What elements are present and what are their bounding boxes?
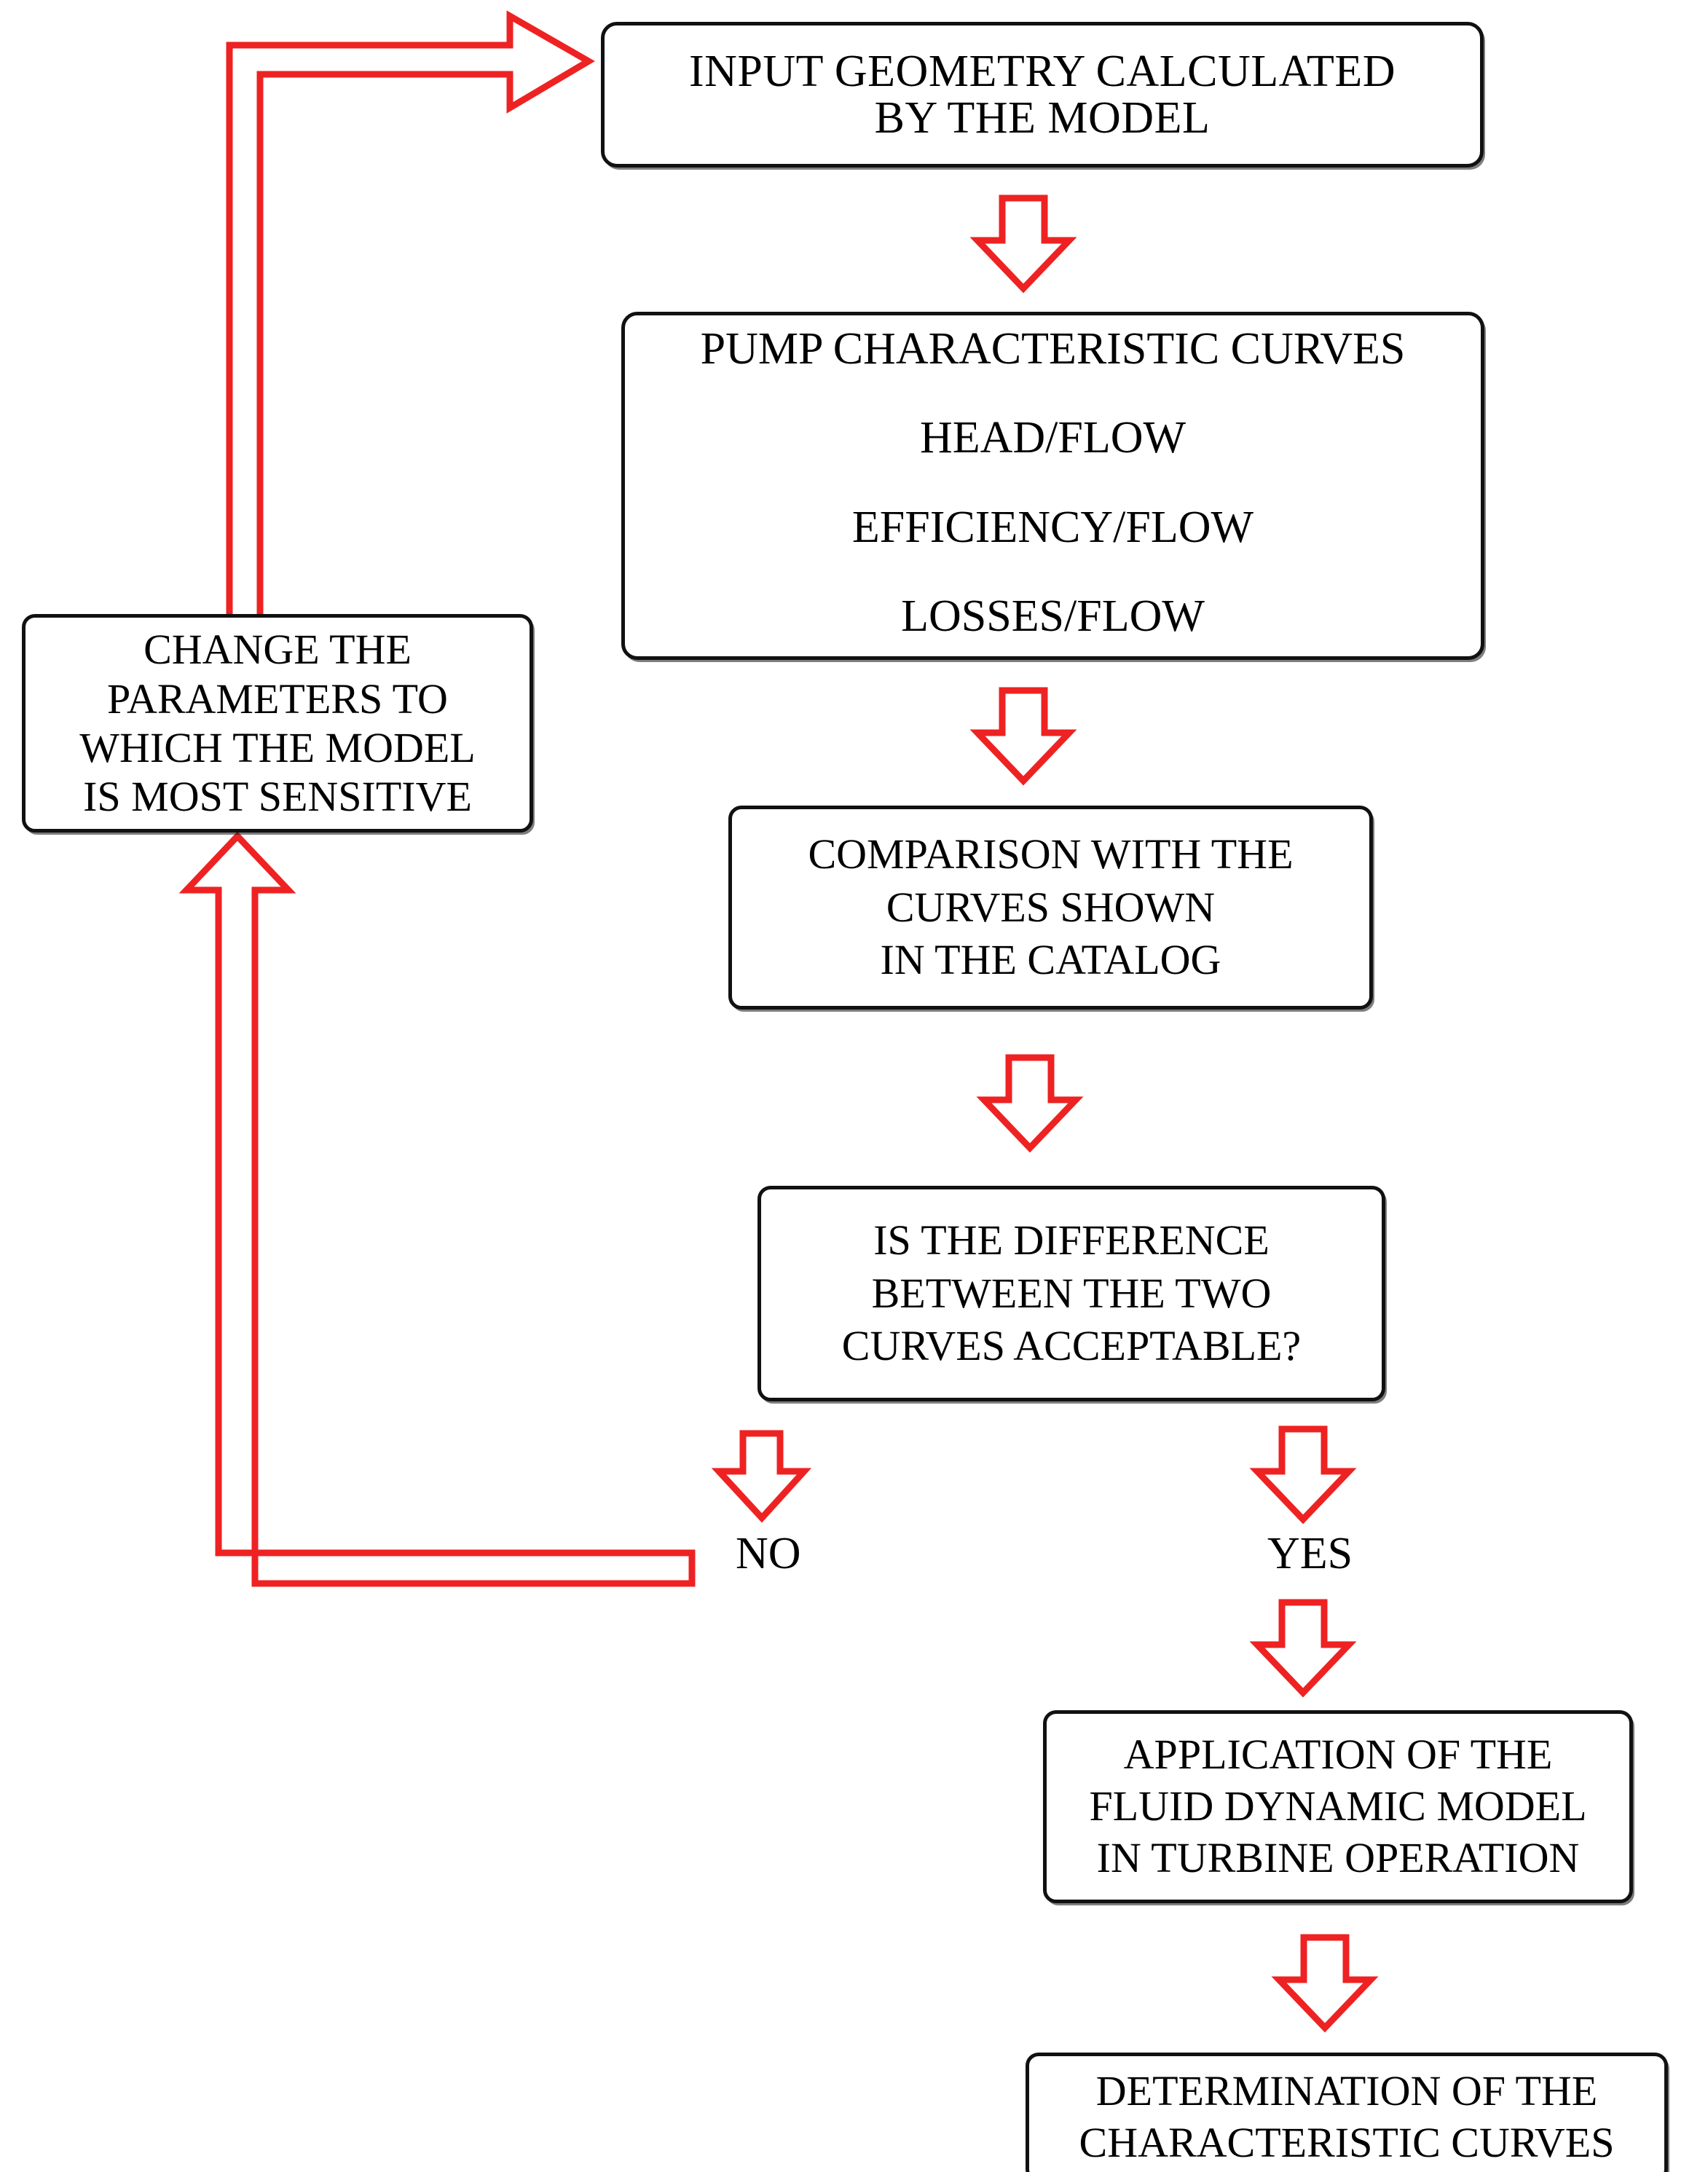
arrow-decision-no-icon <box>711 1430 812 1523</box>
node-decision-line-1: IS THE DIFFERENCE <box>873 1216 1270 1264</box>
node-comparison-with-catalog[interactable]: COMPARISON WITH THE CURVES SHOWN IN THE … <box>728 806 1373 1010</box>
node-input-geometry-line-2: BY THE MODEL <box>874 93 1211 143</box>
node-decision-difference-acceptable[interactable]: IS THE DIFFERENCE BETWEEN THE TWO CURVES… <box>757 1186 1385 1401</box>
node-pump-curves-line-1: PUMP CHARACTERISTIC CURVES <box>700 324 1406 374</box>
node-change-parameters-line-3: WHICH THE MODEL <box>79 724 476 771</box>
node-determination-characteristic-curves[interactable]: DETERMINATION OF THE CHARACTERISTIC CURV… <box>1026 2053 1668 2172</box>
node-comparison-line-1: COMPARISON WITH THE <box>808 830 1294 878</box>
arrow-yes-to-application-icon <box>1249 1599 1357 1698</box>
node-change-parameters-line-1: CHANGE THE <box>143 626 412 674</box>
arrow-change-to-input-icon <box>226 10 595 631</box>
node-decision-line-2: BETWEEN THE TWO <box>871 1269 1272 1317</box>
node-pump-curves-line-3: EFFICIENCY/FLOW <box>851 502 1254 552</box>
node-determination-line-2: CHARACTERISTIC CURVES <box>1079 2119 1615 2166</box>
edge-label-no: NO <box>736 1529 801 1578</box>
node-pump-curves[interactable]: PUMP CHARACTERISTIC CURVES HEAD/FLOW EFF… <box>621 312 1484 660</box>
node-pump-curves-line-2: HEAD/FLOW <box>919 413 1186 463</box>
node-pump-curves-line-4: LOSSES/FLOW <box>901 591 1205 642</box>
node-change-parameters-line-2: PARAMETERS TO <box>107 674 448 723</box>
node-application-turbine-operation[interactable]: APPLICATION OF THE FLUID DYNAMIC MODEL I… <box>1043 1710 1633 1903</box>
node-comparison-line-2: CURVES SHOWN <box>886 883 1216 931</box>
arrow-pump-to-comparison-icon <box>969 687 1077 786</box>
node-application-line-1: APPLICATION OF THE <box>1123 1731 1553 1779</box>
arrow-no-to-change-icon <box>178 831 696 1587</box>
arrow-application-to-determination-icon <box>1271 1934 1379 2033</box>
arrow-decision-yes-icon <box>1249 1425 1357 1524</box>
edge-label-yes: YES <box>1267 1529 1353 1578</box>
node-decision-line-3: CURVES ACCEPTABLE? <box>841 1322 1302 1370</box>
node-change-parameters-line-4: IS MOST SENSITIVE <box>83 773 472 821</box>
node-input-geometry-line-1: INPUT GEOMETRY CALCULATED <box>688 46 1396 96</box>
node-comparison-line-3: IN THE CATALOG <box>880 936 1221 984</box>
node-application-line-2: FLUID DYNAMIC MODEL <box>1089 1782 1587 1830</box>
arrow-comparison-to-decision-icon <box>976 1054 1084 1153</box>
node-input-geometry[interactable]: INPUT GEOMETRY CALCULATED BY THE MODEL <box>601 22 1484 168</box>
node-determination-line-1: DETERMINATION OF THE <box>1095 2067 1598 2115</box>
node-change-parameters[interactable]: CHANGE THE PARAMETERS TO WHICH THE MODEL… <box>22 614 533 833</box>
arrow-input-to-pump-icon <box>969 194 1077 294</box>
node-application-line-3: IN TURBINE OPERATION <box>1096 1833 1580 1881</box>
